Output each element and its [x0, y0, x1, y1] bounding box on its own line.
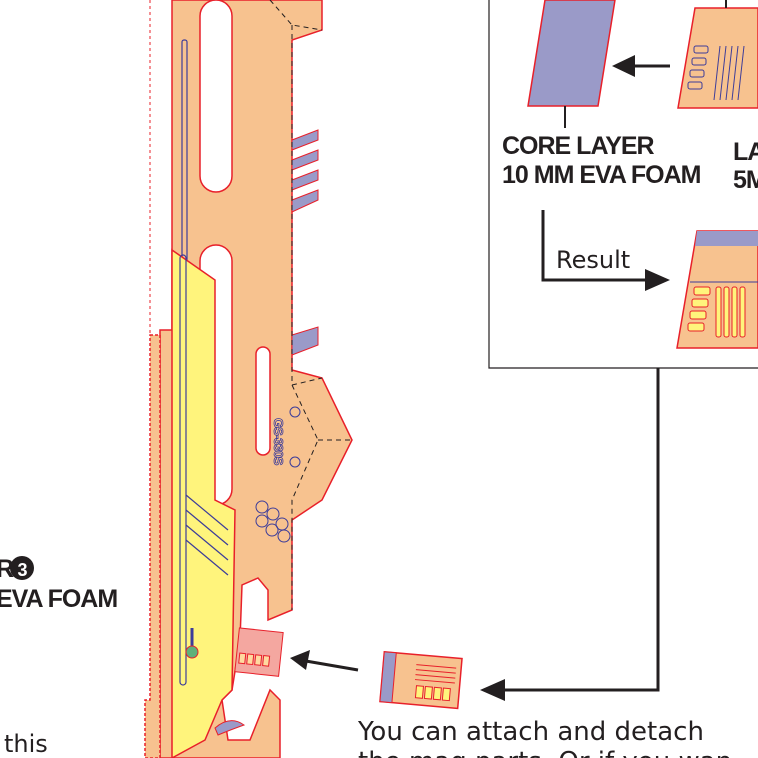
hexagon-pattern-icon: [255, 500, 291, 543]
body-text-fragment: this: [4, 730, 48, 758]
foam-label-fragment: EVA FOAM: [0, 585, 117, 613]
core-layer-piece: [527, 0, 616, 107]
caption-line-1: You can attach and detach: [357, 717, 704, 747]
outer-thickness-label: 5M: [733, 166, 758, 194]
layer-number: 3: [17, 560, 27, 580]
layer-label-fragment: R: [0, 555, 14, 583]
gun-body: GS-330S: [144, 0, 353, 758]
detached-mag: [379, 650, 463, 710]
caption-line-2: the mag parts. Or if you wan: [358, 747, 732, 758]
model-marking: GS-330S: [271, 418, 286, 466]
outer-layer-label: LA: [733, 138, 758, 166]
result-piece: [676, 230, 758, 349]
layer-number-badge: [10, 556, 34, 580]
attached-mag: [234, 627, 284, 677]
trigger-pin-icon: [185, 645, 199, 659]
core-layer-label: CORE LAYER: [502, 132, 655, 160]
result-label: Result: [556, 246, 630, 274]
outer-layer-piece: [677, 0, 758, 109]
core-thickness-label: 10 MM EVA FOAM: [502, 161, 701, 189]
layers-box: CORE LAYER 10 MM EVA FOAM LA 5M Result: [480, 0, 758, 701]
arrow-to-gun: [299, 658, 359, 672]
